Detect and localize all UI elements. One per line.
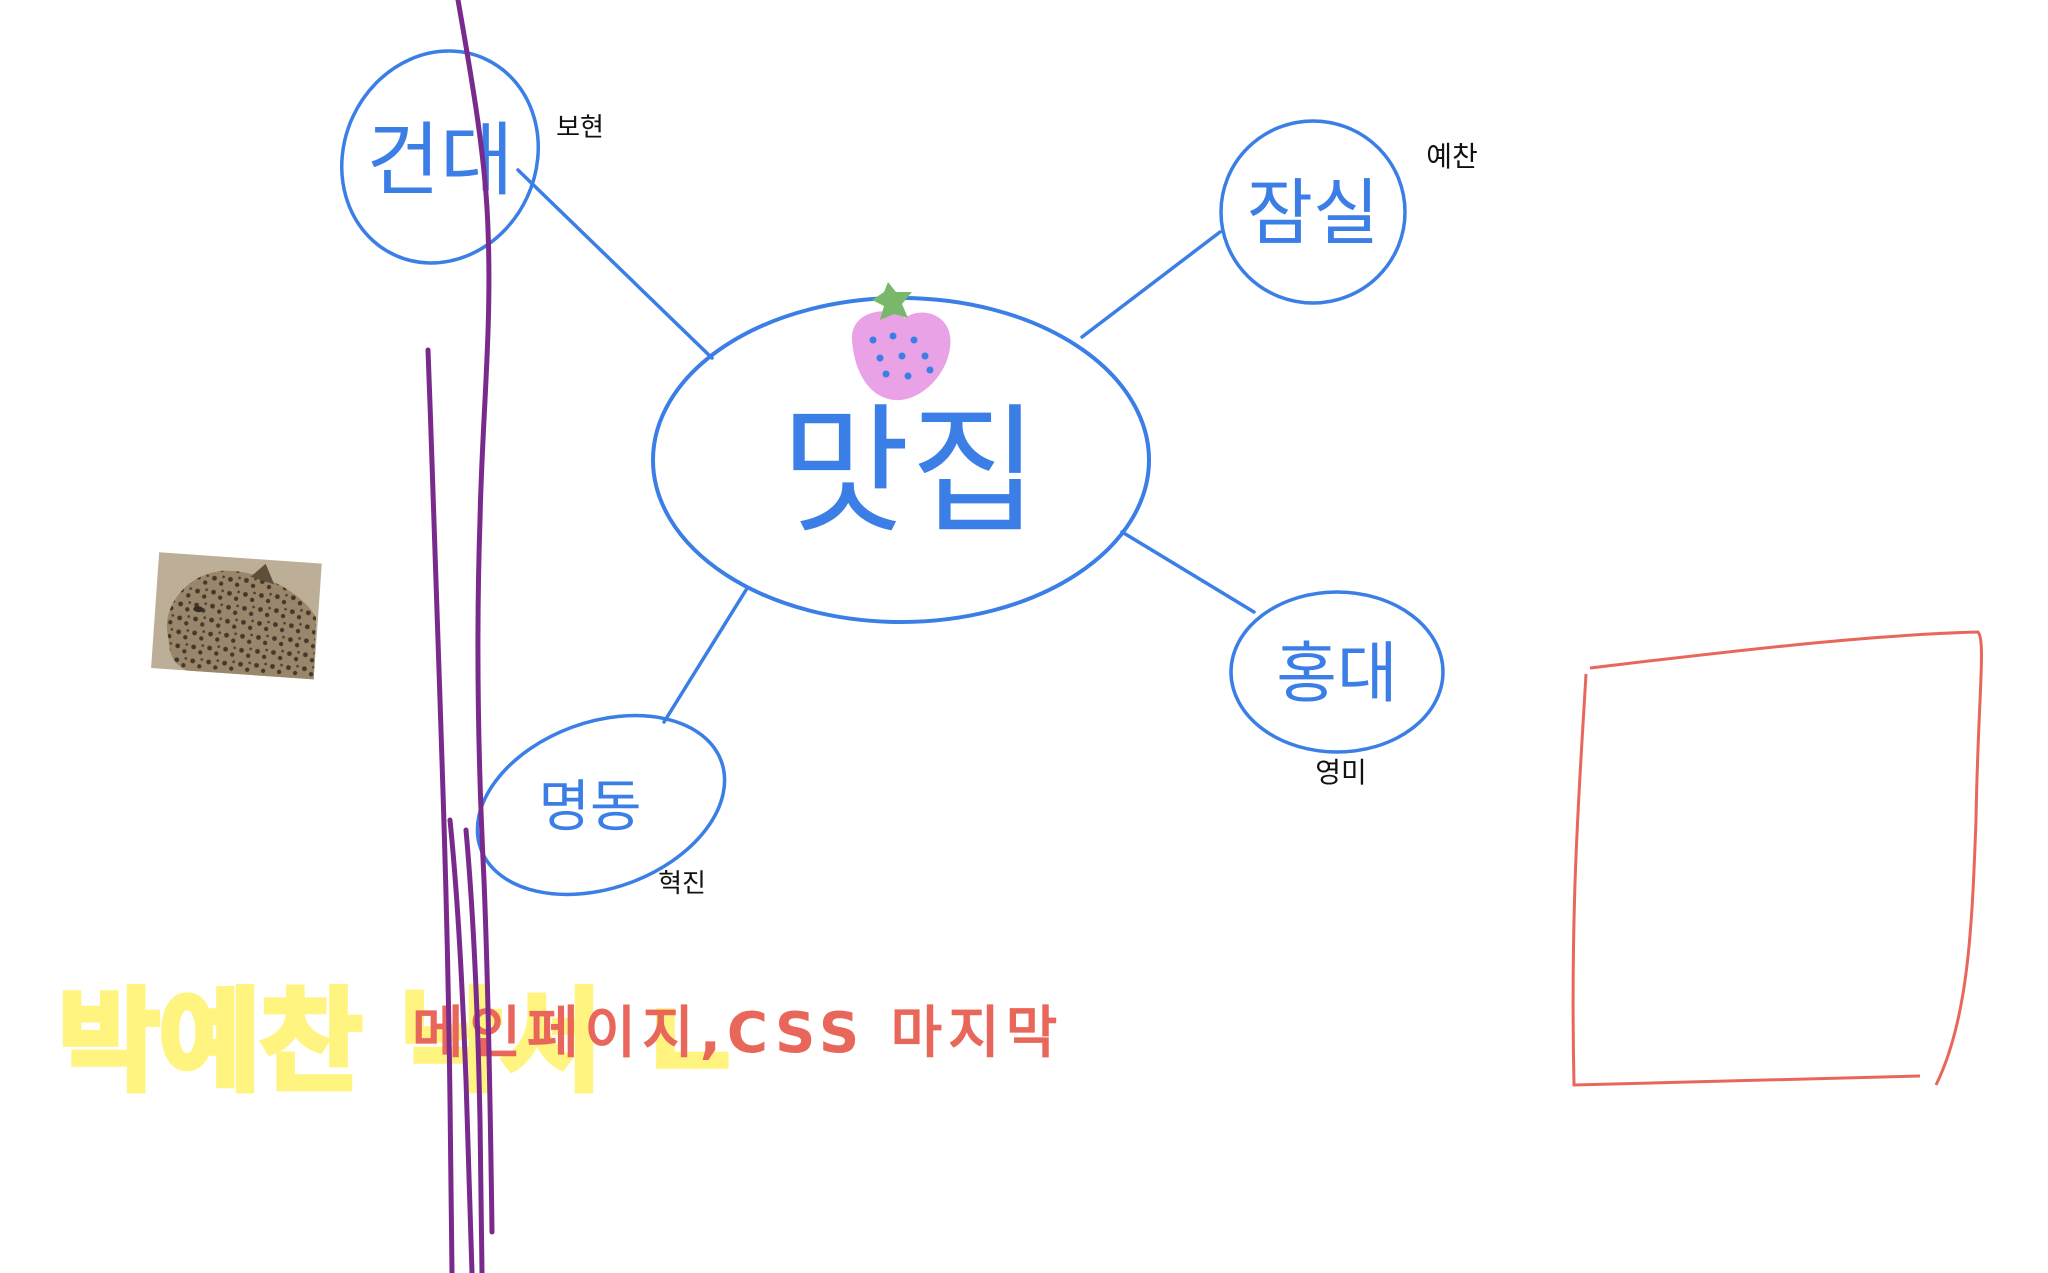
node-kondae[interactable]: 건대 보현 [307, 19, 604, 296]
node-myeongdong[interactable]: 명동 혁진 [452, 683, 749, 927]
highlight-text: 박예찬 낙서 ㄴ [58, 978, 742, 1106]
node-kondae-ellipse [339, 49, 541, 265]
todo-note[interactable]: 메인페이지,CSS 마지막 [412, 1001, 1063, 1066]
center-node-label: 맛집 [781, 391, 1039, 554]
connector-kondae [516, 168, 714, 360]
strawberry-leaf [872, 282, 912, 320]
node-jamsil[interactable]: 잠실 예찬 [1219, 119, 1478, 305]
yellow-highlighter-note[interactable]: 박예찬 낙서 ㄴ [55, 975, 745, 1109]
leopard-photo-shade [151, 552, 322, 680]
center-node[interactable]: 맛집 [651, 296, 1151, 624]
node-jamsil-person: 예찬 [1426, 140, 1478, 173]
connector-myeongdong [662, 588, 748, 724]
node-hongdae-ellipse [1229, 590, 1445, 754]
strawberry-icon[interactable] [851, 282, 951, 401]
node-myeongdong-person: 혁진 [658, 869, 706, 899]
node-jamsil-label: 잠실 [1247, 171, 1379, 255]
leopard-photo[interactable] [151, 552, 322, 680]
leopard-eye [193, 606, 204, 613]
connector-jamsil [1080, 230, 1222, 339]
node-kondae-person: 보현 [556, 113, 604, 143]
node-kondae-label: 건대 [366, 114, 513, 207]
node-jamsil-ellipse [1219, 119, 1407, 305]
node-hongdae[interactable]: 홍대 영미 [1229, 590, 1445, 789]
purple-pen-strokes [425, 0, 495, 1273]
leopard-head [166, 570, 317, 680]
todo-text: 메인페이지,CSS 마지막 [412, 1001, 1063, 1066]
node-hongdae-person: 영미 [1315, 756, 1367, 789]
connector-hongdae [1120, 530, 1256, 614]
node-hongdae-label: 홍대 [1276, 635, 1397, 712]
red-square[interactable] [1571, 630, 1983, 1087]
strawberry-seeds [869, 332, 934, 380]
node-myeongdong-label: 명동 [538, 775, 641, 840]
leopard-ear [250, 563, 275, 585]
